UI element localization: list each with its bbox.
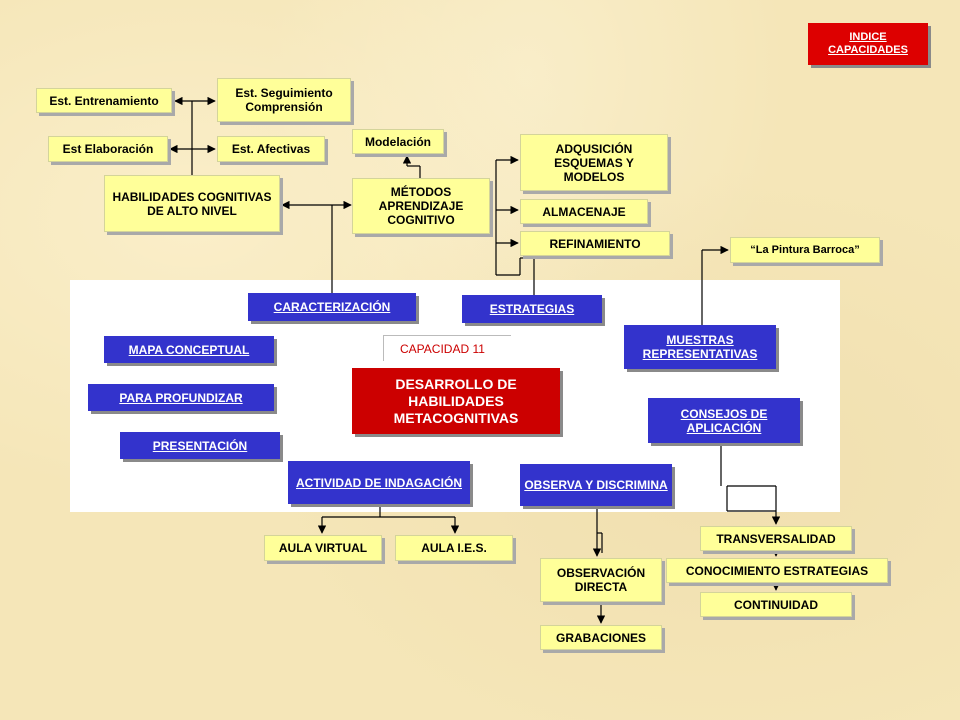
refinamiento-box: REFINAMIENTO bbox=[520, 231, 670, 256]
observacion-directa-box: OBSERVACIÓN DIRECTA bbox=[540, 558, 662, 602]
est-entrenamiento-box: Est. Entrenamiento bbox=[36, 88, 172, 113]
para-profundizar-link[interactable]: PARA PROFUNDIZAR bbox=[88, 384, 274, 411]
aula-ies-box: AULA I.E.S. bbox=[395, 535, 513, 561]
pintura-barroca-box: “La Pintura Barroca” bbox=[730, 237, 880, 263]
index-capacidades-button[interactable]: INDICE CAPACIDADES bbox=[808, 23, 928, 65]
habilidades-cognitivas-box: HABILIDADES COGNITIVAS DE ALTO NIVEL bbox=[104, 175, 280, 232]
caracterizacion-link[interactable]: CARACTERIZACIÓN bbox=[248, 293, 416, 321]
modelacion-box: Modelación bbox=[352, 129, 444, 154]
adquisicion-esquemas-box: ADQUSICIÓN ESQUEMAS Y MODELOS bbox=[520, 134, 668, 191]
main-title-box: DESARROLLO DE HABILIDADES METACOGNITIVAS bbox=[352, 368, 560, 434]
actividad-indagacion-link[interactable]: ACTIVIDAD DE INDAGACIÓN bbox=[288, 461, 470, 504]
mapa-conceptual-link[interactable]: MAPA CONCEPTUAL bbox=[104, 336, 274, 363]
aula-virtual-box: AULA VIRTUAL bbox=[264, 535, 382, 561]
muestras-representativas-link[interactable]: MUESTRAS REPRESENTATIVAS bbox=[624, 325, 776, 369]
presentacion-link[interactable]: PRESENTACIÓN bbox=[120, 432, 280, 459]
est-seguimiento-box: Est. Seguimiento Comprensión bbox=[217, 78, 351, 122]
metodos-aprendizaje-box: MÉTODOS APRENDIZAJE COGNITIVO bbox=[352, 178, 490, 234]
est-afectivas-box: Est. Afectivas bbox=[217, 136, 325, 162]
continuidad-box: CONTINUIDAD bbox=[700, 592, 852, 617]
transversalidad-box: TRANSVERSALIDAD bbox=[700, 526, 852, 551]
conocimiento-estrategias-box: CONOCIMIENTO ESTRATEGIAS bbox=[666, 558, 888, 583]
est-elaboracion-box: Est Elaboración bbox=[48, 136, 168, 162]
capacity-label: CAPACIDAD 11 bbox=[383, 335, 511, 361]
almacenaje-box: ALMACENAJE bbox=[520, 199, 648, 224]
grabaciones-box: GRABACIONES bbox=[540, 625, 662, 650]
consejos-aplicacion-link[interactable]: CONSEJOS DE APLICACIÓN bbox=[648, 398, 800, 443]
observa-discrimina-link[interactable]: OBSERVA Y DISCRIMINA bbox=[520, 464, 672, 506]
estrategias-link[interactable]: ESTRATEGIAS bbox=[462, 295, 602, 323]
